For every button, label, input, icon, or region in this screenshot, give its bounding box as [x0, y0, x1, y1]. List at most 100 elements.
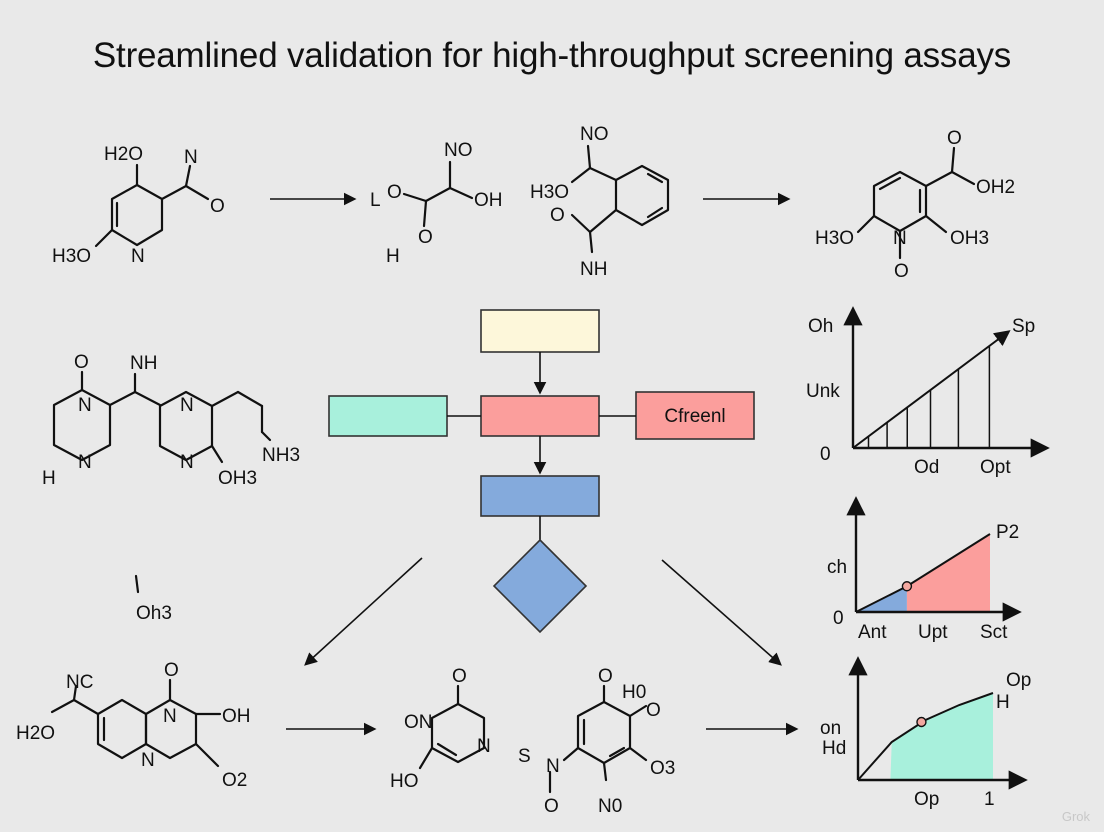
chart2-xtick-0: Ant: [858, 622, 887, 643]
mol4-bond: [950, 170, 976, 186]
mol2-h-label: H: [386, 246, 400, 267]
mol9-o-low-label: O: [544, 796, 559, 817]
chart1-y-zero: 0: [820, 444, 831, 465]
mol9-h0-label: H0: [622, 682, 646, 703]
chart1-xtick-1: Opt: [980, 457, 1011, 478]
mol8-ho-label: HO: [390, 771, 419, 792]
mol7-bond: [72, 698, 100, 716]
mol9-o3-label: O3: [650, 758, 675, 779]
mol8-o-label: O: [452, 666, 467, 687]
mol5-n-c-label: N: [180, 395, 194, 416]
chart1-ylabel-mid: Unk: [806, 381, 840, 402]
flow-center-box: [480, 395, 600, 437]
mol1-ring: [110, 183, 164, 247]
mol2-no-label: NO: [444, 140, 473, 161]
mol4-ring: [872, 170, 928, 233]
mol8-double-bond: [436, 742, 458, 757]
chart3-xtick-1: 1: [984, 789, 995, 810]
flow-arrow-to-left: [304, 557, 423, 666]
chart2-area-right: [906, 534, 990, 612]
mol3-ring: [614, 164, 670, 227]
chart2-ylabel: ch: [827, 557, 847, 578]
mol9-s-label: S: [518, 746, 531, 767]
mol5-bond: [108, 390, 137, 407]
chart2-xtick-1: Upt: [918, 622, 948, 643]
mol4-oh3-label: OH3: [950, 228, 989, 249]
mol5-nh3-label: NH3: [262, 445, 300, 466]
mol9-bond: [602, 761, 608, 782]
mol5-n-b-label: N: [78, 452, 92, 473]
flow-start-box: [480, 309, 600, 353]
molecule-7: NC H2O O N OH N O2: [16, 660, 251, 791]
mol4-n-label: N: [893, 228, 907, 249]
molecule-2: L O NO OH H O: [370, 140, 503, 267]
mol3-o-label: O: [550, 205, 565, 226]
chart2-y-zero: 0: [833, 608, 844, 629]
mol1-bond: [94, 228, 114, 248]
flow-arrow-to-right: [661, 559, 782, 666]
mol5-n-a-label: N: [78, 395, 92, 416]
mol8-ring: [430, 702, 486, 764]
chart3-ylabel-1: on: [820, 718, 841, 739]
mol9-bond: [628, 746, 648, 762]
mol1-ring-n-label: N: [131, 246, 145, 267]
mol9-bond: [562, 746, 580, 762]
mol5-h-label: H: [42, 468, 56, 489]
mol7-bond: [72, 684, 78, 702]
chart-2: ch 0 P2 Ant Upt Sct: [827, 496, 1022, 643]
chart3-point: [916, 716, 927, 728]
mol2-o-low-label: O: [418, 227, 433, 248]
molecule-8: O ON N HO: [390, 666, 491, 792]
chart3-ylabel-2: Hd: [822, 738, 846, 759]
mol7-n-label: N: [163, 706, 177, 727]
mol8-bond: [418, 746, 434, 770]
mol6-bond: [134, 574, 140, 594]
chart2-series-label: P2: [996, 522, 1019, 543]
mol3-bond: [588, 166, 618, 182]
mol1-h2o-label: H2O: [104, 144, 143, 165]
mol5-n-d-label: N: [180, 452, 194, 473]
mol2-bond: [402, 192, 428, 203]
mol8-n-label: N: [477, 736, 491, 757]
mol8-on-label: ON: [404, 712, 433, 733]
mol2-bond: [422, 199, 428, 228]
mol1-n-label: N: [184, 147, 198, 168]
mol4-o-low-label: O: [894, 261, 909, 282]
mol4-o-label: O: [947, 128, 962, 149]
chart-3: on Hd Op H Op 1: [820, 656, 1031, 810]
mol3-bond: [586, 144, 592, 170]
mol3-bond: [588, 230, 594, 254]
mol4-double-bond: [878, 176, 902, 191]
molecule-1: H2O N O H3O N: [52, 144, 225, 267]
flow-right-box-label: Cfreenl: [664, 406, 725, 427]
mol5-bond: [133, 390, 162, 407]
mol2-o-label: O: [387, 182, 402, 203]
molecule-6: Oh3: [134, 574, 172, 624]
chart1-series-label: Sp: [1012, 316, 1035, 337]
chart3-series-label-1: Op: [1006, 670, 1031, 691]
mol3-no-label: NO: [580, 124, 609, 145]
mol5-bond: [260, 430, 272, 442]
page-title: Streamlined validation for high-throughp…: [92, 36, 1012, 75]
mol4-bond: [924, 214, 948, 234]
mol3-bond: [570, 213, 592, 234]
molecule-3: NO H3O O NH: [530, 124, 670, 280]
mol5-bond: [210, 390, 240, 408]
mol4-bond: [856, 214, 876, 234]
chart3-series-label-2: H: [996, 692, 1010, 713]
chart2-area-left: [886, 586, 907, 612]
mol2-l-label: L: [370, 190, 381, 211]
mol1-bond: [184, 184, 210, 201]
flow-process-box: [480, 475, 600, 517]
molecule-4: O OH2 H3O N OH3 O: [815, 128, 1015, 282]
mol5-bond: [210, 444, 224, 464]
chart2-point: [901, 581, 913, 592]
mol9-double-bond: [608, 746, 626, 758]
mol2-bond: [424, 186, 452, 203]
mol7-h2o-label: H2O: [16, 723, 55, 744]
mol9-o-label: O: [598, 666, 613, 687]
watermark: Grok: [1061, 809, 1090, 824]
mol7-bond: [194, 742, 220, 768]
mol1-bond: [160, 184, 188, 201]
